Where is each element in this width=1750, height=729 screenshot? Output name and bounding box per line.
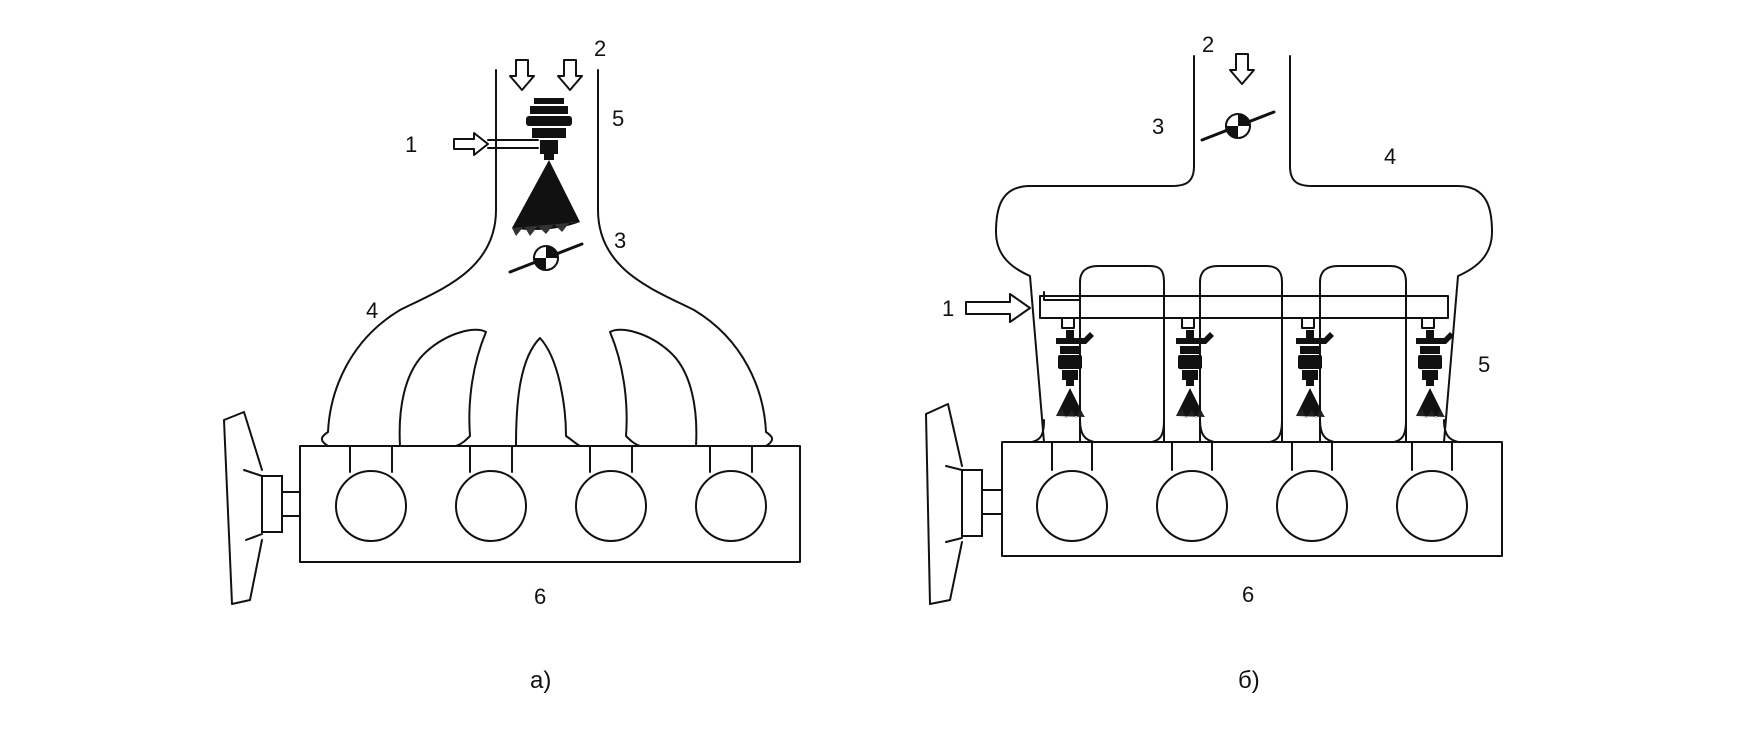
- engine-block-a: [299, 445, 801, 563]
- label-air-a: 2: [594, 36, 606, 61]
- cylinders-b: [1036, 441, 1468, 542]
- fuel-injector-icon: [1416, 330, 1454, 418]
- label-air-b: 2: [1202, 32, 1214, 57]
- label-injector-a: 5: [612, 106, 624, 131]
- fuel-arrow-icon: [965, 293, 1031, 323]
- air-flow-arrow-icon: [1229, 53, 1255, 85]
- cylinder-icon: [1396, 470, 1468, 542]
- cylinder-icon: [1036, 470, 1108, 542]
- intake-manifold-b: [995, 55, 1493, 443]
- label-manifold-b: 4: [1384, 144, 1396, 169]
- diagram-a: 1 2 5 3 4 6 а): [223, 36, 801, 694]
- cylinder-icon: [455, 470, 527, 542]
- throttle-valve-icon: [508, 242, 584, 274]
- cylinder-icon: [335, 470, 407, 542]
- fuel-injector-icon: [1056, 330, 1094, 418]
- label-engine-a: 6: [534, 584, 546, 609]
- label-manifold-a: 4: [366, 298, 378, 323]
- fuel-arrow-icon: [453, 132, 489, 156]
- label-injectors-b: 5: [1478, 352, 1490, 377]
- fuel-injector-icon: [1296, 330, 1334, 418]
- intake-manifold-a: [321, 69, 773, 447]
- fuel-rail: [1039, 295, 1449, 329]
- label-throttle-a: 3: [614, 228, 626, 253]
- label-fuel-a: 1: [405, 132, 417, 157]
- label-throttle-b: 3: [1152, 114, 1164, 139]
- fuel-injector-icon: [1176, 330, 1214, 418]
- throttle-valve-icon: [1200, 110, 1276, 142]
- flywheel-icon: [223, 411, 301, 605]
- diagram-b: 1 2 3 4 5 6 б): [925, 32, 1503, 694]
- label-fuel-b: 1: [942, 296, 954, 321]
- label-engine-b: 6: [1242, 582, 1254, 607]
- cylinders-a: [335, 445, 767, 542]
- cylinder-icon: [695, 470, 767, 542]
- caption-a: а): [530, 667, 551, 694]
- caption-b: б): [1238, 667, 1260, 694]
- engine-block-b: [1001, 441, 1503, 557]
- fuel-spray-icon: [512, 160, 580, 236]
- cylinder-icon: [575, 470, 647, 542]
- cylinder-icon: [1276, 470, 1348, 542]
- fuel-injector-icon: [526, 98, 572, 160]
- air-flow-arrow-icon: [509, 59, 583, 91]
- cylinder-icon: [1156, 470, 1228, 542]
- flywheel-icon: [925, 403, 1003, 605]
